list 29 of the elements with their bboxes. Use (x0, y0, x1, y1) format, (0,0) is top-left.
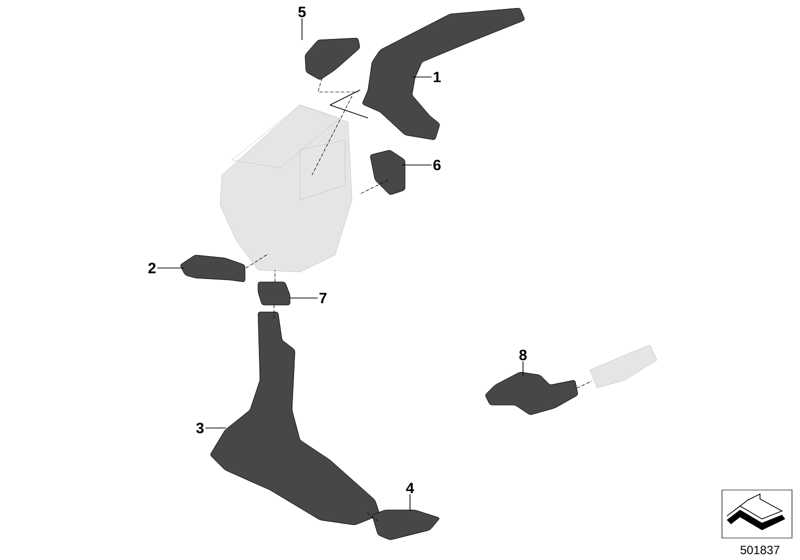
duct-part-drawing (330, 8, 525, 140)
duct-part-drawing (370, 150, 406, 195)
leader-line (402, 164, 432, 166)
callout-number: 3 (196, 422, 204, 434)
callout-number: 7 (320, 292, 326, 304)
assembly-line (312, 96, 352, 176)
duct-part-drawing (210, 312, 380, 525)
assembly-line (246, 254, 268, 268)
callout-number: 5 (298, 6, 306, 18)
duct-part-drawing (485, 372, 578, 415)
duct-part-drawing (304, 38, 360, 80)
assembly-line (274, 270, 276, 282)
connector-drawing (590, 344, 658, 388)
assembly-line (576, 380, 592, 388)
drawing-number: 501837 (740, 546, 780, 554)
callout-number: 4 (406, 482, 414, 494)
heater-unit-drawing (220, 104, 352, 272)
duct-part-drawing (180, 254, 246, 282)
leader-line (412, 76, 432, 78)
callout-number: 1 (434, 72, 441, 82)
assembly-line (318, 78, 358, 92)
duct-part-drawing (372, 510, 440, 540)
callout-number: 2 (148, 262, 156, 274)
callout-number: 8 (519, 350, 527, 360)
assembly-line (366, 512, 378, 522)
assembly-line (360, 180, 388, 194)
duct-part-drawing (258, 282, 290, 306)
leader-line (522, 361, 524, 376)
callout-number: 6 (433, 160, 441, 170)
